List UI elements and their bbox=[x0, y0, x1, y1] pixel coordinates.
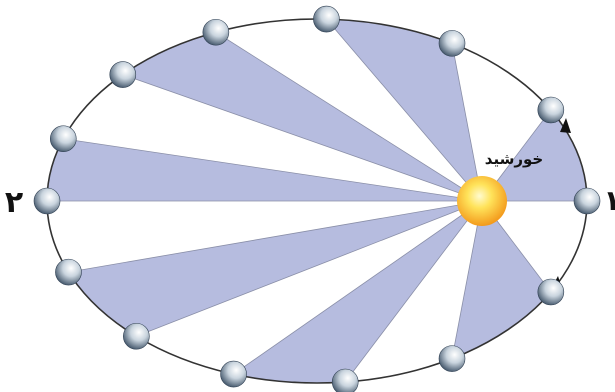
planet-icon-10 bbox=[123, 323, 149, 349]
planet-icon-2 bbox=[538, 97, 564, 123]
planet-icon-1 bbox=[574, 188, 600, 214]
sun-icon bbox=[457, 176, 507, 226]
planet-icon-5 bbox=[203, 19, 229, 45]
planet-icon-4 bbox=[313, 6, 339, 32]
position-label-right: ۱ bbox=[603, 184, 615, 217]
planet-icon-9 bbox=[55, 259, 81, 285]
planet-icon-11 bbox=[221, 361, 247, 387]
planet-icon-7 bbox=[50, 126, 76, 152]
planet-icon-12 bbox=[332, 369, 358, 392]
sun-label: خورشید bbox=[485, 150, 543, 168]
position-label-left: ۲ bbox=[5, 185, 23, 220]
planet-icon-8 bbox=[34, 188, 60, 214]
planet-icon-14 bbox=[538, 279, 564, 305]
planet-icon-3 bbox=[439, 30, 465, 56]
planet-icon-13 bbox=[439, 346, 465, 372]
planet-icon-6 bbox=[110, 62, 136, 88]
